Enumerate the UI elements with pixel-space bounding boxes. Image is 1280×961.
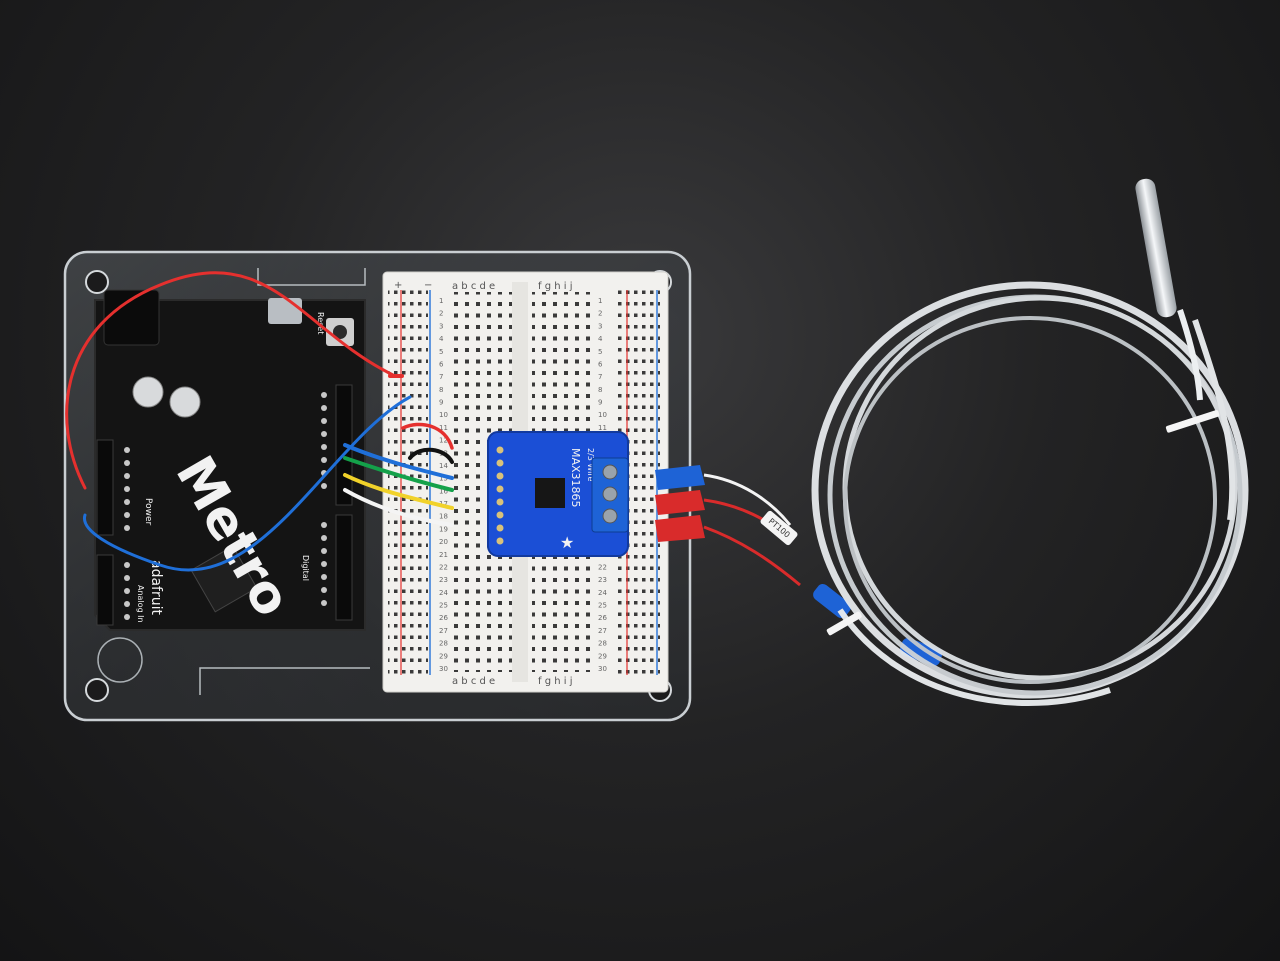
row-number-left: 15	[439, 475, 448, 483]
row-number-right: 2	[598, 310, 602, 318]
max31865-chip	[535, 478, 565, 508]
yellow-signal-wire	[343, 473, 454, 510]
crimp-terminal	[655, 490, 705, 515]
adafruit-star-logo: ★	[560, 533, 574, 552]
rail-minus-left: −	[424, 280, 432, 291]
cable-tag	[760, 510, 798, 546]
microcontroller-chip	[190, 545, 258, 613]
row-number-right: 5	[598, 348, 602, 356]
cable-tie	[826, 611, 862, 636]
row-number-left: 6	[439, 360, 444, 368]
row-number-right: 8	[598, 386, 602, 394]
row-number-left: 23	[439, 576, 448, 584]
row-number-left: 29	[439, 652, 448, 660]
probe-cable-coil	[811, 281, 1249, 706]
row-number-right: 3	[598, 322, 602, 330]
row-number-left: 25	[439, 602, 448, 610]
red-jumper	[401, 422, 454, 450]
row-number-left: 10	[439, 411, 448, 419]
row-number-left: 8	[439, 386, 443, 394]
row-number-right: 11	[598, 424, 607, 432]
crimp-terminal	[655, 515, 705, 542]
blue-signal-wire	[343, 443, 454, 480]
row-number-left: 22	[439, 563, 448, 571]
dc-jack	[103, 289, 160, 346]
blue-ground-wire	[83, 395, 412, 572]
row-number-left: 9	[439, 399, 443, 407]
row-number-left: 26	[439, 614, 448, 622]
chip-name-label: MAX31865	[569, 448, 582, 508]
power-label: Power	[143, 498, 153, 526]
row-number-right: 28	[598, 640, 607, 648]
adafruit-brand: adafruit	[148, 560, 164, 615]
row-number-left: 1	[439, 297, 443, 305]
row-number-left: 5	[439, 348, 443, 356]
cable-tie	[1165, 410, 1220, 433]
row-number-right: 1	[598, 297, 602, 305]
analog-header	[96, 554, 114, 626]
row-number-right: 10	[598, 411, 607, 419]
jumper-wires	[65, 271, 454, 572]
column-letters-bottom-right: f g h i j	[538, 676, 572, 687]
row-number-right: 26	[598, 614, 607, 622]
reset-label: Reset	[316, 312, 325, 334]
row-number-left: 20	[439, 538, 448, 546]
row-number-left: 2	[439, 310, 443, 318]
row-number-right: 25	[598, 602, 607, 610]
row-number-left: 24	[439, 589, 448, 597]
column-letters-top-right: f g h i j	[538, 281, 572, 292]
capacitor	[132, 376, 164, 408]
digital-label: Digital	[301, 555, 310, 581]
row-number-left: 30	[439, 665, 448, 673]
row-number-right: 29	[598, 652, 607, 660]
column-letters-bottom-left: a b c d e	[452, 676, 495, 687]
row-number-left: 19	[439, 525, 448, 533]
breadboard: + − a b c d e f g h i j a b c d e f g h …	[382, 271, 669, 693]
row-number-right: 6	[598, 360, 603, 368]
row-number-left: 16	[439, 487, 448, 495]
red-power-wire	[65, 271, 397, 490]
row-number-right: 23	[598, 576, 607, 584]
probe-leads: PT100	[655, 465, 943, 666]
row-number-right: 24	[598, 589, 607, 597]
row-number-left: 14	[439, 462, 448, 470]
wire-mode-label: 2/3 Wire	[586, 448, 595, 481]
white-signal-wire	[343, 488, 454, 527]
row-number-right: 30	[598, 665, 607, 673]
black-jumper	[408, 447, 454, 464]
row-number-left: 28	[439, 640, 448, 648]
digital-header-lower	[335, 514, 353, 621]
row-number-left: 4	[439, 335, 444, 343]
row-number-right: 27	[598, 627, 607, 635]
row-number-left: 3	[439, 322, 443, 330]
crimp-terminal	[655, 465, 705, 490]
row-number-left: 7	[439, 373, 443, 381]
rail-plus-left: +	[394, 280, 402, 291]
column-letters-top-left: a b c d e	[452, 281, 495, 292]
analog-label: Analog In	[136, 585, 145, 623]
usb-port	[268, 298, 302, 324]
max31865-breakout: MAX31865 2/3 Wire ★	[487, 431, 629, 557]
row-number-right: 9	[598, 399, 602, 407]
power-header	[96, 439, 114, 536]
row-number-left: 27	[439, 627, 448, 635]
row-number-left: 12	[439, 437, 448, 445]
row-number-right: 22	[598, 563, 607, 571]
green-signal-wire	[343, 456, 454, 492]
row-number-left: 21	[439, 551, 448, 559]
row-number-left: 18	[439, 513, 448, 521]
metro-board: Metro adafruit Power Analog In Digital R…	[94, 289, 366, 631]
row-number-right: 4	[598, 335, 603, 343]
row-number-left: 11	[439, 424, 448, 432]
blue-heatshrink	[899, 638, 943, 666]
rtd-probe-tip	[1135, 178, 1203, 401]
capacitor	[169, 386, 201, 418]
row-number-right: 7	[598, 373, 602, 381]
